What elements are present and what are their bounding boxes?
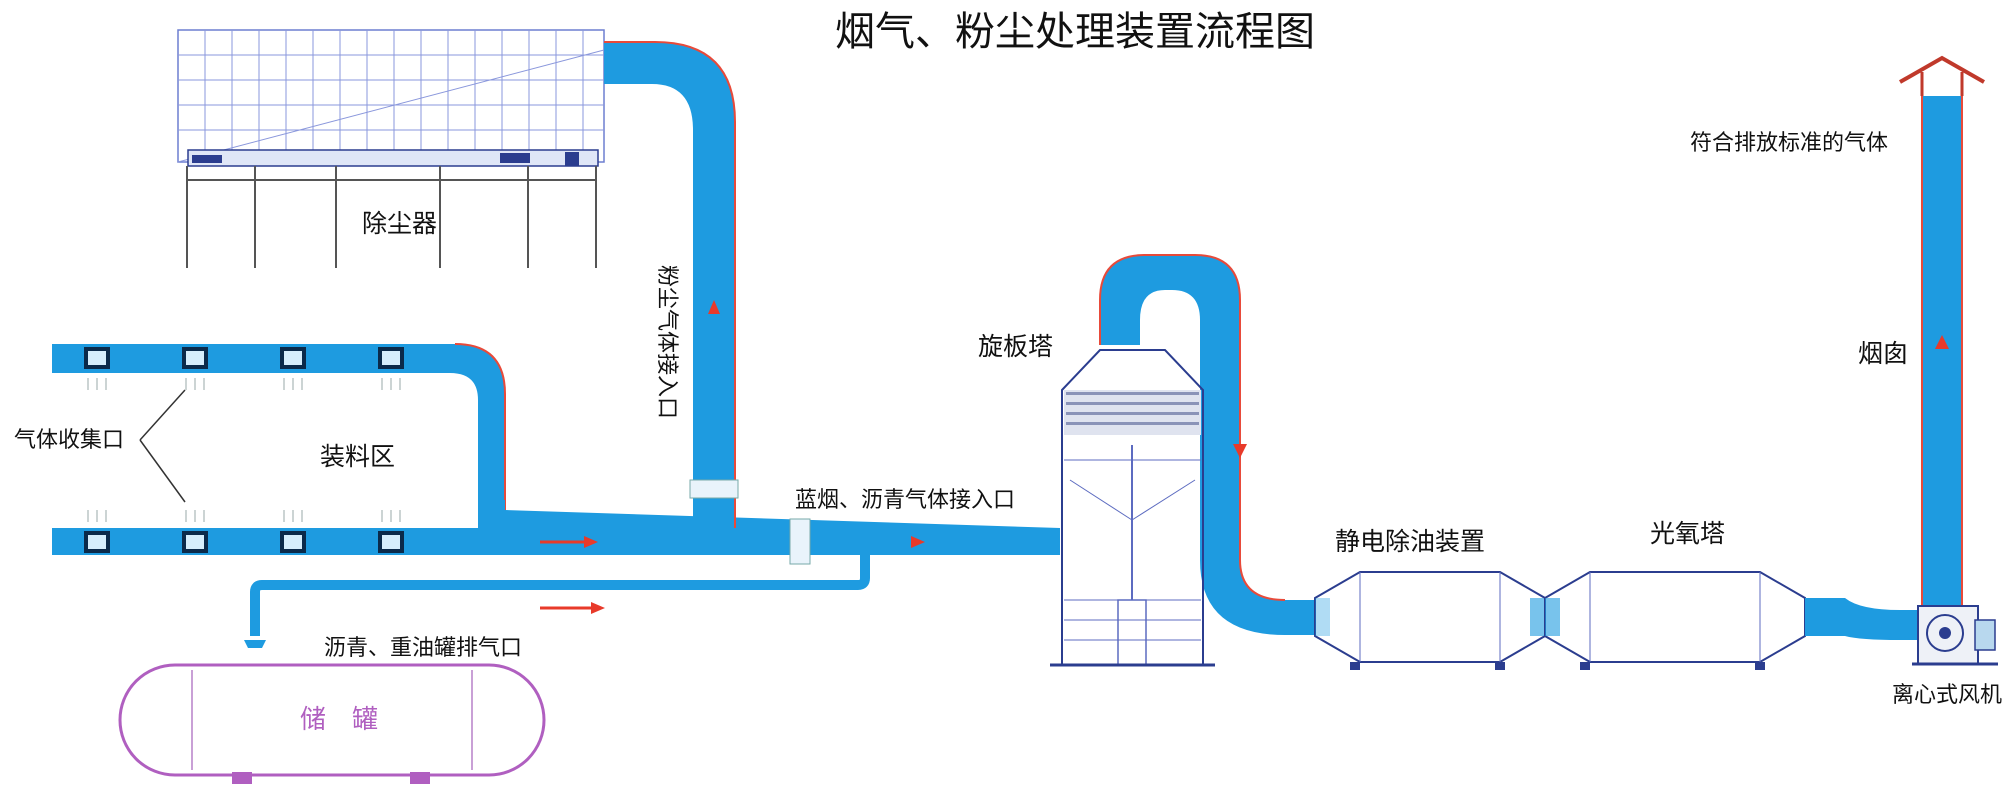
compliant-gas-label: 符合排放标准的气体 — [1690, 131, 1888, 156]
photo-oxygen-tower-label: 光氧塔 — [1650, 519, 1725, 548]
storage-tank-label: 储 罐 — [300, 705, 378, 735]
blue-smoke-junction — [789, 518, 811, 565]
collection-ducts: 气体收集口 装料区 — [14, 343, 1060, 555]
up-arrow-icon — [1935, 335, 1949, 349]
down-arrow-icon — [1233, 444, 1247, 458]
flow-arrow-icon — [911, 536, 925, 548]
fan-inlet-duct — [1805, 598, 1925, 640]
dust-inlet-riser: 粉尘气体接入口 — [604, 41, 739, 528]
storage-tank: 储 罐 — [118, 663, 546, 784]
loading-area-label: 装料区 — [320, 442, 395, 471]
photo-oxygen-tower: 光氧塔 — [1544, 519, 1806, 670]
flow-arrow-icon — [540, 602, 605, 614]
chimney-label: 烟囱 — [1858, 339, 1908, 368]
centrifugal-fan-label: 离心式风机 — [1892, 683, 2002, 708]
dust-collector-label: 除尘器 — [362, 209, 437, 238]
dust-inlet-label: 粉尘气体接入口 — [654, 265, 679, 419]
rotary-plate-tower-label: 旋板塔 — [978, 332, 1053, 361]
blue-smoke-inlet-label: 蓝烟、沥青气体接入口 — [795, 488, 1015, 513]
gas-collection-port-label: 气体收集口 — [14, 428, 124, 453]
electrostatic-oil-removal-label: 静电除油装置 — [1335, 527, 1485, 556]
rotary-plate-tower: 旋板塔 — [978, 254, 1315, 667]
tank-vent-label: 沥青、重油罐排气口 — [324, 636, 522, 661]
centrifugal-fan: 离心式风机 — [1892, 605, 2002, 708]
tank-vent-line: 沥青、重油罐排气口 — [244, 555, 870, 661]
flow-arrow-icon — [540, 536, 598, 548]
electrostatic-oil-removal: 静电除油装置 — [1314, 527, 1546, 670]
diagram-title: 烟气、粉尘处理装置流程图 — [835, 9, 1315, 55]
chimney: 烟囱 符合排放标准的气体 — [1690, 55, 1985, 606]
dust-collector: 除尘器 — [177, 29, 605, 268]
up-arrow-icon — [708, 300, 720, 314]
